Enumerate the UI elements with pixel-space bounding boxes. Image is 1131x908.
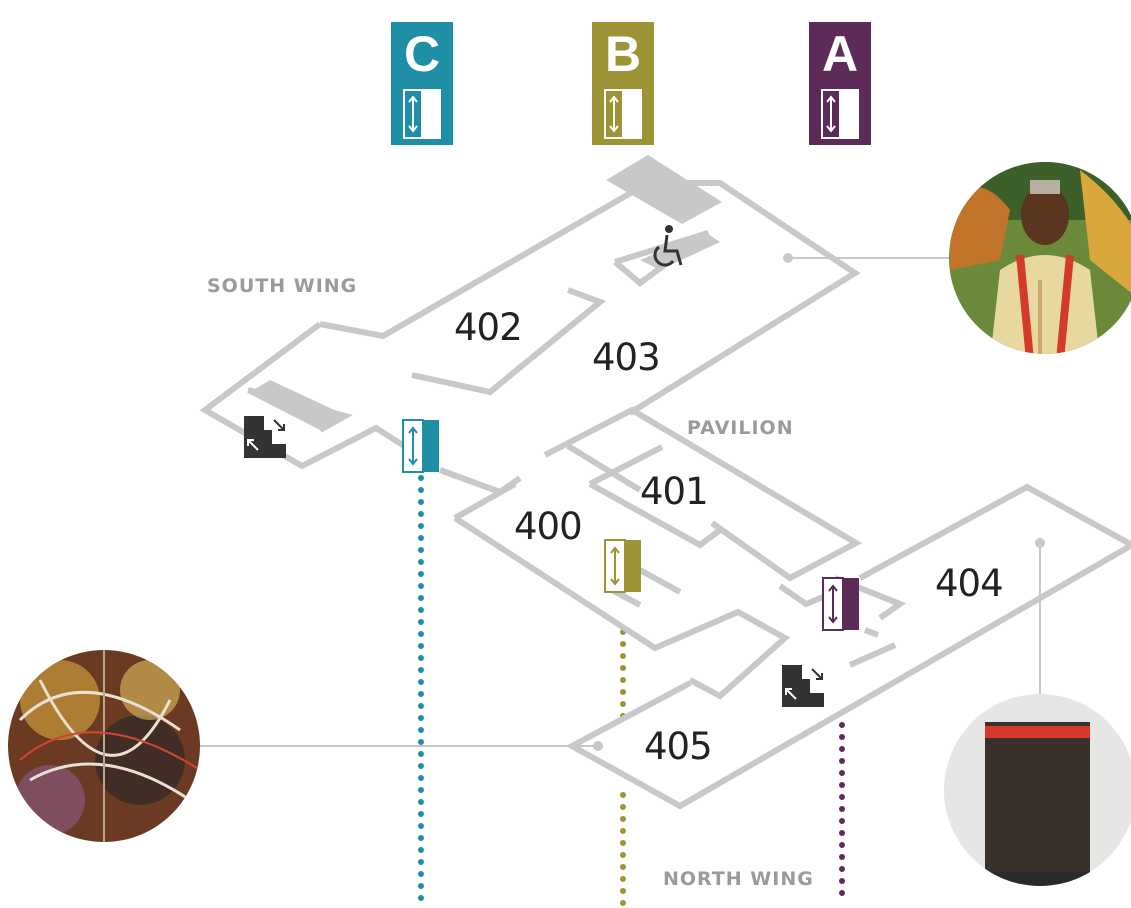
elevator-b-sign[interactable]: B <box>592 22 654 145</box>
pavilion-label: PAVILION <box>687 417 794 439</box>
elevator-b-marker[interactable] <box>604 539 641 593</box>
elevator-c-sign[interactable]: C <box>391 22 453 145</box>
stairs-icon <box>244 416 286 458</box>
elevator-a-sign[interactable]: A <box>809 22 871 145</box>
elevator-c-marker[interactable] <box>402 419 439 473</box>
elevator-b-letter: B <box>604 26 642 82</box>
artwork-abstract[interactable] <box>8 650 208 850</box>
elevator-icon <box>403 89 441 139</box>
artwork-portrait[interactable] <box>945 160 1131 360</box>
room-400[interactable]: 400 <box>514 505 583 548</box>
room-402[interactable]: 402 <box>454 306 523 349</box>
artwork-connectors <box>200 253 1045 751</box>
service-blocks <box>248 155 722 430</box>
room-401[interactable]: 401 <box>640 470 709 513</box>
elevator-a-marker[interactable] <box>822 577 859 631</box>
elevator-c-letter: C <box>403 26 441 82</box>
north-wing-label: NORTH WING <box>663 868 814 890</box>
south-wing-label: SOUTH WING <box>207 275 358 297</box>
room-403[interactable]: 403 <box>592 336 661 379</box>
artwork-color-field[interactable] <box>944 694 1131 894</box>
room-404[interactable]: 404 <box>935 562 1004 605</box>
elevator-a-letter: A <box>821 26 859 82</box>
elevator-icon <box>604 89 642 139</box>
elevator-icon <box>821 89 859 139</box>
wheelchair-icon <box>653 225 683 267</box>
stairs-icon <box>782 665 824 707</box>
room-405[interactable]: 405 <box>644 725 713 768</box>
